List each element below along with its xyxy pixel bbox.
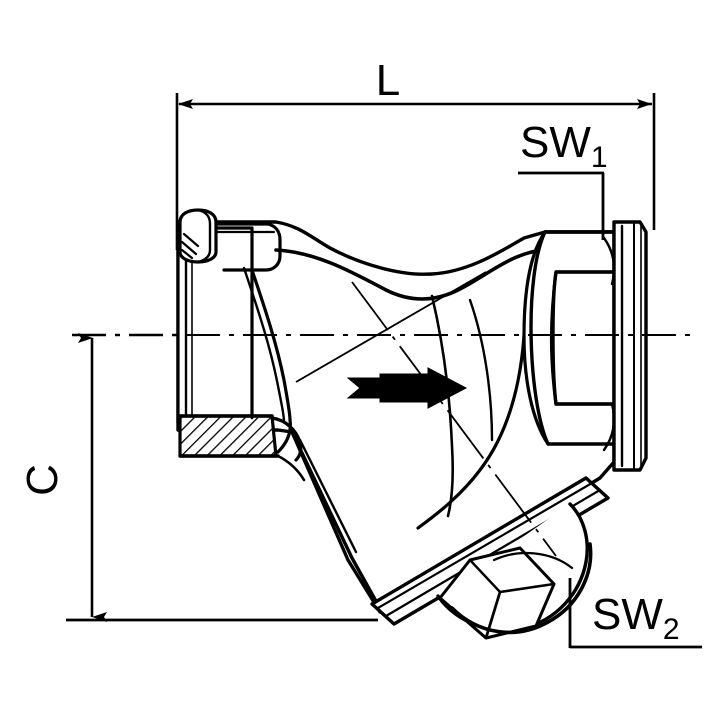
strainer-hex-edge-3 [468,558,502,594]
flow-direction-arrow [346,367,468,409]
leader-SW1 [518,171,605,240]
valve-body-group [176,208,648,640]
body-inner-left-wall [298,438,358,554]
strainer-cap-group [370,476,610,640]
inlet-boss-chamfer-marks [180,232,200,260]
flange-seat-arc-bottom [602,402,616,452]
inlet-collar-top [214,222,282,272]
strainer-flange-line-a [376,481,594,610]
flange-seat-arc-top [602,236,616,286]
body-inner-throat-down2 [468,298,494,442]
body-throat-curve [274,248,544,301]
dimension-length-L [175,93,656,250]
strainer-axis-centerline [351,281,557,557]
strainer-cap-outer-arc [450,542,593,635]
cross-centerline [295,271,487,383]
inlet-nut-side [250,268,292,454]
dimension-label-SW1: SW1 [520,118,608,174]
sw2-main-text: SW [592,590,663,639]
dimension-label-SW2: SW2 [592,590,680,646]
dimension-label-L: L [376,56,400,105]
body-underside-left [276,454,306,482]
strainer-hex-edge-2 [498,582,556,594]
sw2-subscript-text: 2 [663,613,680,646]
strainer-flange-plate [370,476,610,626]
inlet-section-hatch [178,414,278,458]
outlet-hex-face-curve-left [549,270,558,406]
outlet-hex-shoulder-top [522,230,547,338]
body-right-wall-to-cap [416,334,526,530]
strainer-cap-inner-arc [492,551,574,570]
sw1-main-text: SW [520,118,591,167]
dimension-label-C: C [18,464,67,496]
leader-SW2 [568,578,702,649]
sw1-subscript-text: 1 [591,141,608,174]
inlet-boss-inner-arc [196,208,212,264]
body-left-wall-to-cap [290,430,384,614]
dimension-height-C [66,333,378,622]
